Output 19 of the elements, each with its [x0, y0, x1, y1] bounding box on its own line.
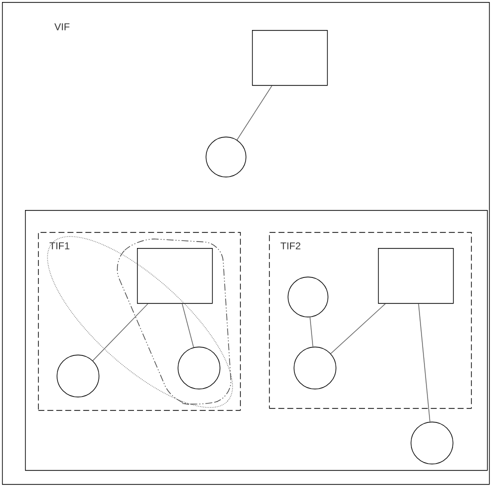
rectangle-box	[252, 30, 328, 86]
connector-line	[92, 303, 148, 361]
group-label: VIF	[54, 23, 70, 30]
rectangle-box	[137, 248, 213, 304]
rectangle-box	[378, 248, 454, 304]
circle	[294, 346, 336, 390]
connector-line	[310, 316, 314, 348]
circle	[288, 276, 328, 318]
connector-line	[418, 303, 430, 422]
circle	[410, 422, 454, 464]
circle	[56, 354, 100, 398]
circle	[178, 346, 220, 390]
connector-line	[330, 303, 386, 354]
connector-line	[236, 85, 272, 140]
connector-line	[182, 303, 194, 348]
group-label: TIF2	[280, 242, 300, 250]
group-label: TIF1	[50, 242, 70, 250]
circle	[206, 136, 246, 178]
group-box	[25, 210, 488, 471]
